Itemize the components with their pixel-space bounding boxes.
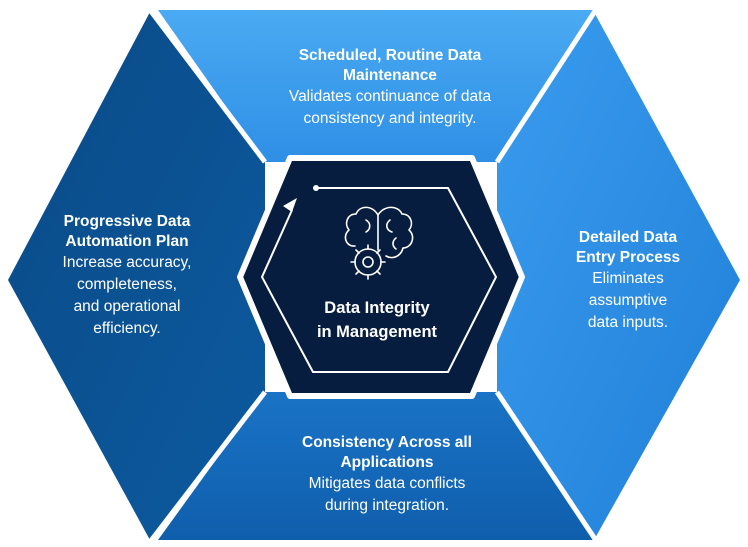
cycle-arrow-start-dot bbox=[313, 185, 319, 191]
segment-left-title-line2: Automation Plan bbox=[65, 233, 189, 250]
center-title-line2: in Management bbox=[316, 323, 438, 341]
segment-left-desc-line1: Increase accuracy, bbox=[62, 254, 192, 271]
cycle-arrowhead bbox=[283, 198, 297, 212]
segment-bottom-desc-line1: Mitigates data conflicts bbox=[308, 475, 466, 492]
segment-top-title-line1: Scheduled, Routine Data bbox=[298, 47, 482, 64]
center-hexagon bbox=[237, 155, 525, 399]
segment-left-desc-line2: completeness, bbox=[77, 276, 177, 293]
segment-top-desc-line1: Validates continuance of data bbox=[288, 88, 492, 105]
brain-gear-icon bbox=[344, 206, 414, 280]
center-title: Data Integrity in Management bbox=[292, 296, 462, 344]
cycle-arrow bbox=[260, 187, 498, 373]
segment-bottom-text: Consistency Across all Applications Miti… bbox=[262, 433, 512, 517]
segment-right-desc-line1: Eliminates bbox=[592, 270, 664, 287]
segment-top-title-line2: Maintenance bbox=[343, 67, 437, 84]
segment-bottom-title-line2: Applications bbox=[340, 454, 434, 471]
segment-top-desc-line2: consistency and integrity. bbox=[303, 110, 477, 127]
segment-bottom-title-line1: Consistency Across all bbox=[302, 434, 472, 451]
segment-bottom-desc-line2: during integration. bbox=[324, 497, 450, 514]
segment-left-text: Progressive Data Automation Plan Increas… bbox=[42, 212, 212, 340]
segment-top-text: Scheduled, Routine Data Maintenance Vali… bbox=[250, 46, 530, 130]
segment-right-text: Detailed Data Entry Process Eliminates a… bbox=[548, 228, 708, 334]
segment-bottom bbox=[158, 392, 594, 540]
segment-left bbox=[8, 12, 265, 540]
segment-top bbox=[158, 10, 594, 162]
segment-left-title-line1: Progressive Data bbox=[63, 213, 191, 230]
segment-left-desc-line3: and operational bbox=[73, 298, 181, 315]
segment-right-title-line2: Entry Process bbox=[575, 249, 681, 266]
segment-dividers bbox=[148, 6, 600, 544]
segment-right-title-line1: Detailed Data bbox=[578, 229, 678, 246]
segment-left-desc-line4: efficiency. bbox=[93, 320, 161, 337]
segment-right-desc-line3: data inputs. bbox=[587, 314, 669, 331]
segment-right bbox=[497, 12, 740, 540]
segment-right-desc-line2: assumptive bbox=[588, 292, 668, 309]
center-title-line1: Data Integrity bbox=[324, 299, 430, 317]
